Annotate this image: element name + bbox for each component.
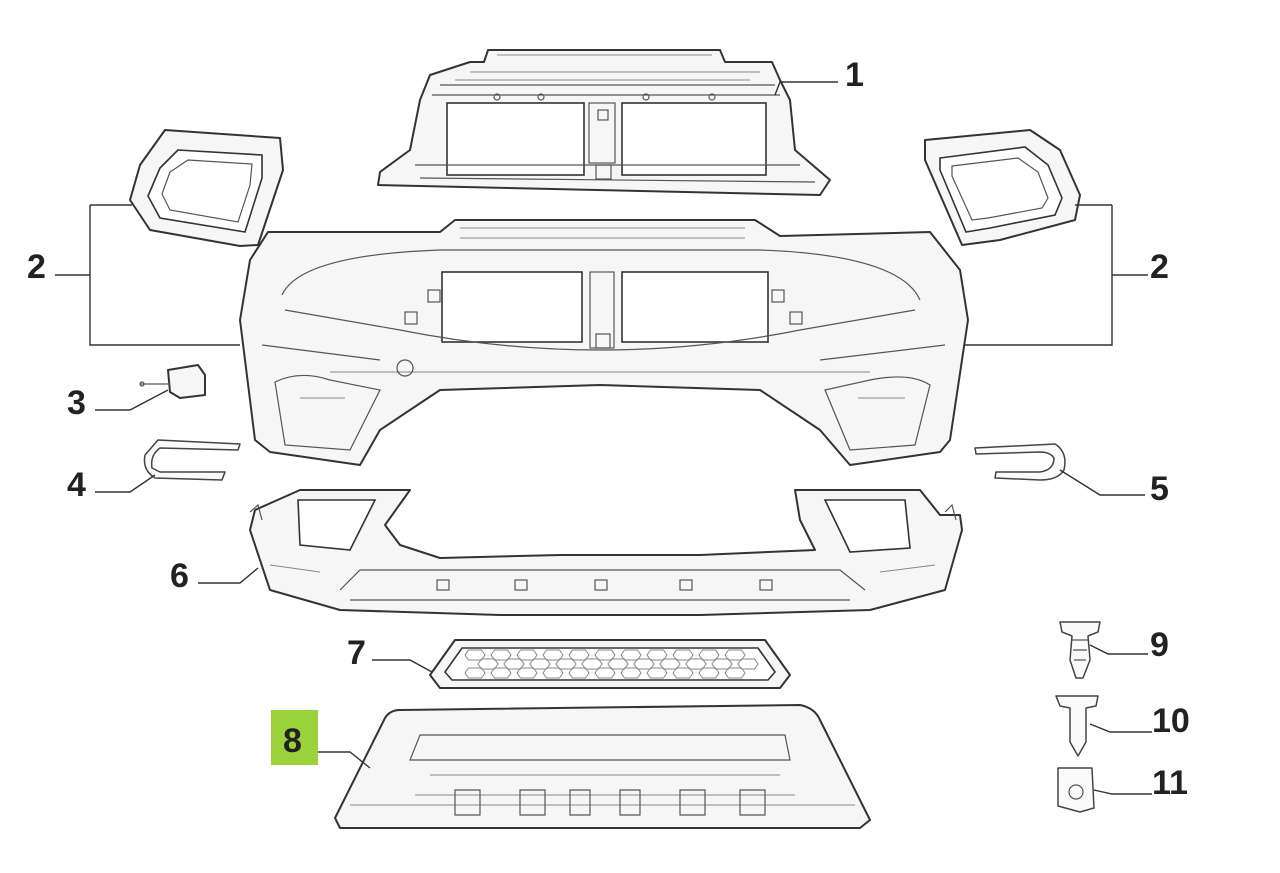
part-5-right-trim[interactable] [974, 443, 1066, 481]
part-1-reinforcement[interactable] [377, 49, 831, 196]
mesh-cell [685, 658, 707, 670]
mesh-cell [477, 658, 499, 670]
mesh-cell [529, 658, 551, 670]
leader-8 [318, 751, 371, 769]
callout-7[interactable]: 7 [347, 634, 366, 672]
mesh-cell [646, 667, 668, 679]
mesh-cell [724, 649, 746, 661]
mesh-cell [594, 649, 616, 661]
callout-9[interactable]: 9 [1150, 626, 1169, 664]
callout-1[interactable]: 1 [845, 56, 864, 94]
mesh-cell [724, 667, 746, 679]
part-8-skid-plate[interactable] [334, 704, 871, 829]
part-11-clip-nut[interactable] [1057, 767, 1095, 813]
mesh-cell [581, 658, 603, 670]
mesh-cell [490, 667, 512, 679]
mesh-cell [568, 649, 590, 661]
part-7-grille[interactable] [429, 639, 791, 689]
leader-5 [1059, 469, 1145, 496]
callout-6[interactable]: 6 [170, 557, 189, 595]
leader-4 [95, 474, 156, 493]
mesh-cell [542, 667, 564, 679]
mesh-cell [646, 649, 668, 661]
part-4-left-trim[interactable] [143, 439, 241, 481]
main-bumper-shell[interactable] [239, 219, 969, 466]
callout-numbers: 1 2 2 3 4 5 6 7 8 9 10 11 [27, 56, 1190, 802]
part-3-sensor-holder[interactable] [139, 364, 206, 399]
callout-8-highlight [271, 710, 318, 765]
mesh-cell [672, 649, 694, 661]
mesh-cell [633, 658, 655, 670]
callout-2-right[interactable]: 2 [1150, 248, 1169, 286]
part-2-right-bracket[interactable] [924, 129, 1081, 246]
mesh-cell [737, 658, 759, 670]
leader-2-left [55, 204, 240, 346]
mesh-cell [594, 667, 616, 679]
callout-10[interactable]: 10 [1152, 702, 1190, 740]
callout-11[interactable]: 11 [1152, 764, 1188, 802]
leader-2-right [965, 204, 1148, 346]
mesh-cell [516, 667, 538, 679]
leader-11 [1093, 789, 1152, 795]
mesh-cell [516, 649, 538, 661]
mesh-cell [698, 649, 720, 661]
leader-1 [774, 81, 838, 96]
mesh-cell [490, 649, 512, 661]
leader-9 [1089, 644, 1148, 655]
mesh-cell [464, 667, 486, 679]
part-2-left-bracket[interactable] [129, 129, 284, 247]
mesh-cell [620, 649, 642, 661]
callout-5[interactable]: 5 [1150, 470, 1169, 508]
leader-7 [372, 659, 433, 673]
mesh-cell [620, 667, 642, 679]
mesh-cell [568, 667, 590, 679]
part-9-push-clip[interactable] [1059, 621, 1101, 679]
mesh-cell [555, 658, 577, 670]
mesh-cell [542, 649, 564, 661]
part-6-lower-bumper[interactable] [249, 489, 963, 616]
mesh-cell [698, 667, 720, 679]
mesh-cell [464, 649, 486, 661]
callout-8[interactable]: 8 [283, 722, 302, 760]
leader-lines [55, 81, 1152, 795]
leader-10 [1089, 723, 1152, 733]
mesh-cell [672, 667, 694, 679]
part-10-rivet[interactable] [1055, 695, 1099, 757]
callout-3[interactable]: 3 [67, 384, 86, 422]
leader-6 [198, 567, 259, 584]
mesh-cell [659, 658, 681, 670]
mesh-cell [503, 658, 525, 670]
callout-2-left[interactable]: 2 [27, 248, 46, 286]
leader-3 [95, 389, 169, 411]
callout-4[interactable]: 4 [67, 466, 86, 504]
mesh-cell [711, 658, 733, 670]
mesh-cell [607, 658, 629, 670]
